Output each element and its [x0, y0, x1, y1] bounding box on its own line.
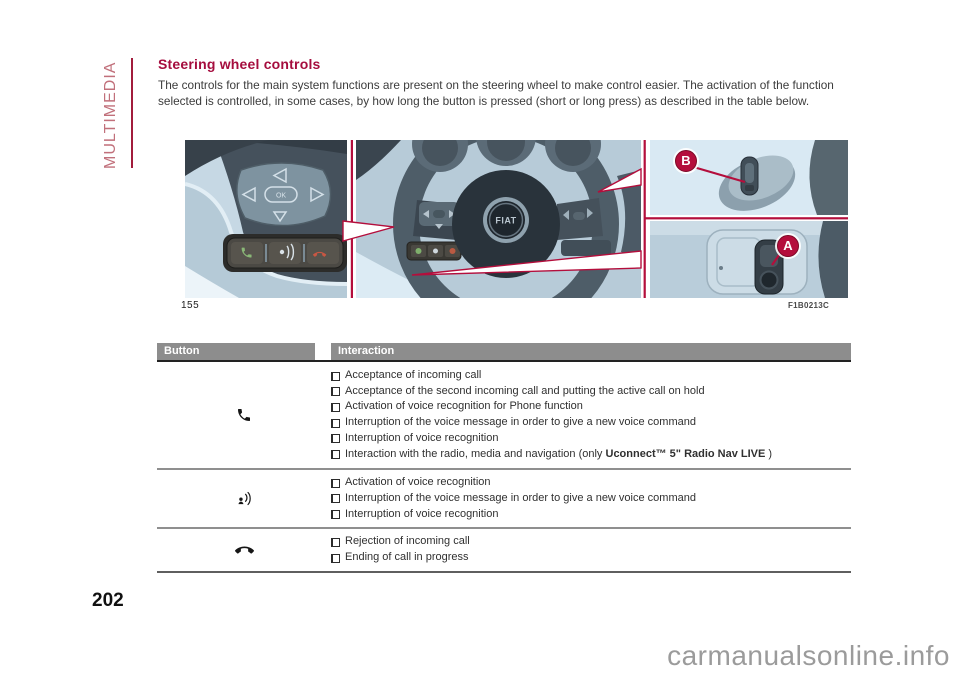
fiat-logo: FIAT [495, 216, 516, 226]
column-header-button: Button [157, 343, 315, 360]
interaction-item: Interruption of voice recognition [331, 431, 851, 447]
panel-left-controls: OK [185, 140, 348, 298]
square-bullet-icon [331, 418, 340, 428]
interaction-item: Ending of call in progress [331, 550, 851, 566]
figure-code: F1B0213C [788, 301, 830, 310]
callout-B: B [675, 150, 697, 172]
interaction-table: Button Interaction Acceptance of incomin… [157, 343, 851, 573]
interaction-item: Interruption of the voice message in ord… [331, 491, 851, 507]
square-bullet-icon [331, 510, 340, 520]
panel-full-wheel: FIAT [356, 140, 641, 298]
steering-wheel-figure: OK [185, 140, 848, 298]
ok-button-label: OK [276, 193, 286, 200]
column-header-interaction: Interaction [331, 343, 851, 360]
sidebar-rule [131, 58, 133, 168]
interaction-item-text: Interruption of the voice message in ord… [345, 416, 696, 429]
ok-button [264, 186, 298, 203]
square-bullet-icon [331, 434, 340, 444]
interaction-item-text: Interruption of voice recognition [345, 431, 499, 444]
callout-wedge-bottom [411, 250, 642, 276]
square-bullet-icon [331, 450, 340, 460]
phone-receiver-icon [157, 368, 331, 462]
square-bullet-icon [331, 553, 340, 563]
callout-line-b [689, 164, 746, 184]
square-bullet-icon [331, 402, 340, 412]
interaction-item: Acceptance of incoming call [331, 368, 851, 384]
voice-waves-icon [279, 243, 295, 261]
phone-hang-up-icon [157, 534, 331, 565]
square-bullet-icon [331, 387, 340, 397]
square-bullet-icon [331, 494, 340, 504]
watermark: carmanualsonline.info [667, 640, 950, 671]
square-bullet-icon [331, 478, 340, 488]
square-bullet-icon [331, 371, 340, 381]
interaction-item: Activation of voice recognition [331, 475, 851, 491]
intro-paragraph: The controls for the main system functio… [158, 78, 834, 108]
interaction-item-text: Interruption of the voice message in ord… [345, 491, 696, 504]
figure-number: 155 [181, 300, 200, 311]
call-accept-button [231, 242, 263, 264]
interaction-item: Activation of voice recognition for Phon… [331, 399, 851, 415]
interaction-item: Rejection of incoming call [331, 534, 851, 550]
interaction-item-text: Interruption of voice recognition [345, 507, 499, 520]
interaction-item: Interruption of the voice message in ord… [331, 415, 851, 431]
arrow-left-icon [241, 186, 256, 203]
page-number: 202 [92, 590, 124, 611]
interaction-item-text: Rejection of incoming call [345, 535, 470, 548]
square-bullet-icon [331, 537, 340, 547]
interaction-item: Interaction with the radio, media and na… [331, 447, 851, 463]
arrow-down-icon [272, 211, 288, 223]
interaction-item-text: Acceptance of the second incoming call a… [345, 384, 705, 397]
interaction-item: Acceptance of the second incoming call a… [331, 384, 851, 400]
callout-wedge-left [342, 220, 395, 242]
arrow-right-icon [310, 186, 325, 203]
interaction-item-text: Activation of voice recognition [345, 476, 491, 489]
interaction-item-text: Ending of call in progress [345, 551, 469, 564]
interaction-item-text: Interaction with the radio, media and na… [345, 447, 773, 460]
green-phone-icon [241, 247, 252, 258]
page-title: Steering wheel controls [158, 56, 321, 72]
table-header: Button Interaction [157, 343, 851, 362]
arrow-left-top-icon [272, 167, 287, 184]
panel-stalk-b [650, 140, 848, 215]
panel-rear-button-a [650, 221, 848, 298]
steering-wheel-photo: OK [185, 140, 848, 298]
interaction-item-text: Activation of voice recognition for Phon… [345, 400, 583, 413]
voice-command-button [269, 242, 301, 264]
interaction-item: Interruption of voice recognition [331, 507, 851, 523]
interaction-item-text: Acceptance of incoming call [345, 369, 482, 381]
red-phone-icon [313, 251, 327, 257]
voice-recognition-icon [157, 475, 331, 522]
dpad-cluster [236, 162, 332, 227]
callout-A: A [777, 235, 799, 257]
section-label-multimedia: MULTIMEDIA [102, 61, 119, 169]
callout-wedge-top-right [597, 167, 642, 193]
